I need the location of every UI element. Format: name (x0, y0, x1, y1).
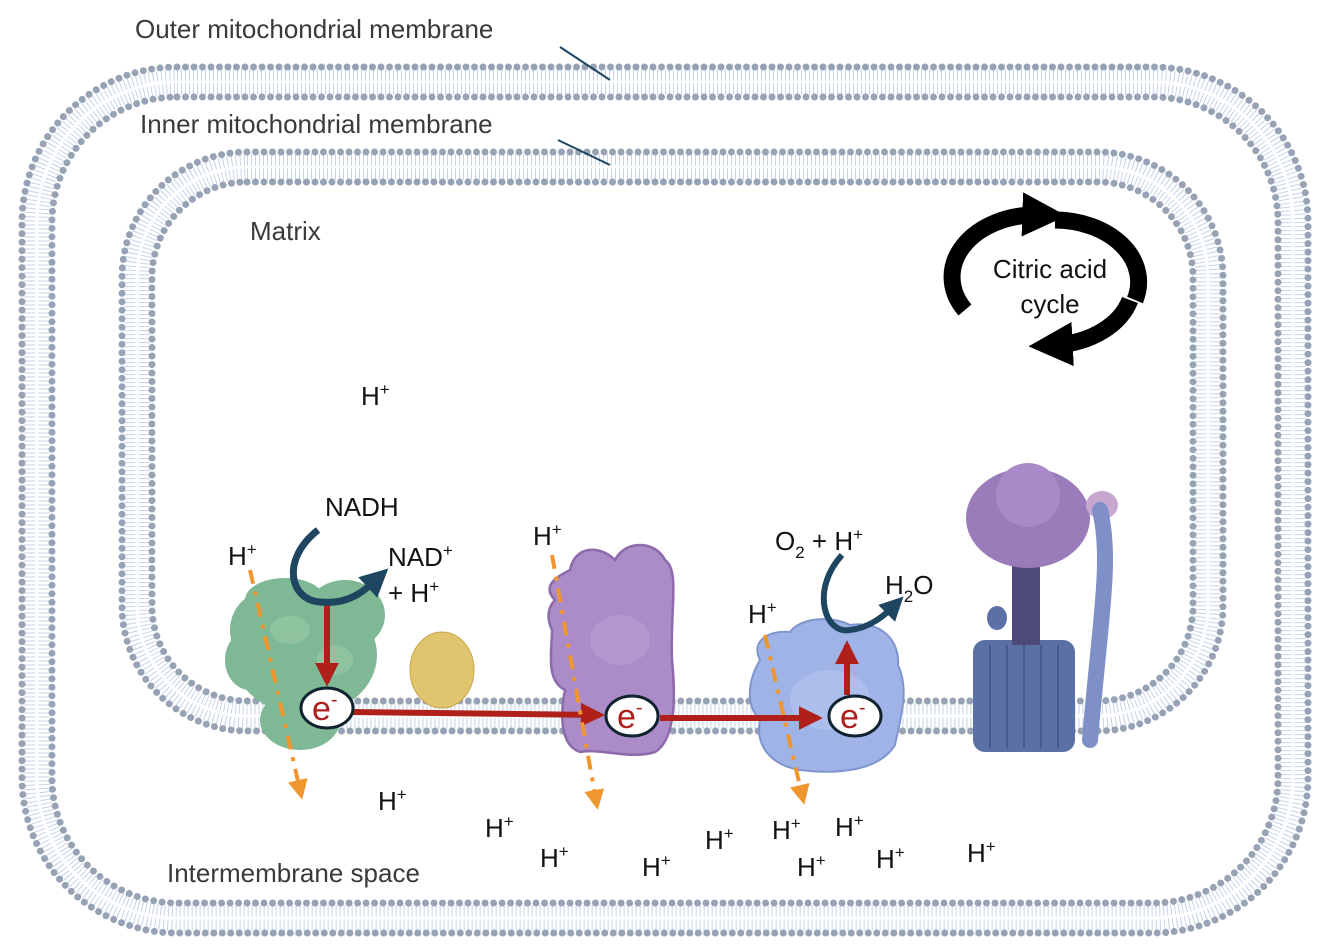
proton-label: H+ (540, 842, 569, 873)
outer-membrane-label: Outer mitochondrial membrane (135, 14, 493, 44)
citric-acid-cycle: Citric acid cycle (943, 192, 1148, 367)
proton-label: H+ (797, 851, 826, 882)
oxygen-label: O2 + H+ (775, 525, 863, 562)
svg-text:e-: e- (312, 689, 338, 728)
nad-label: NAD+ (388, 541, 453, 572)
protons: H+ H+ H+ H+ H+ H+ H+ H+ H+ H+ H+ H+ H+ H… (228, 380, 996, 882)
outer-membrane-leader (559, 46, 611, 81)
matrix-label: Matrix (250, 216, 321, 246)
proton-label: H+ (748, 598, 777, 629)
inner-membrane-label: Inner mitochondrial membrane (140, 109, 493, 139)
electron-badge: e- (827, 694, 883, 738)
outer-membrane (18, 63, 1312, 937)
electron-badge: e- (299, 686, 355, 730)
nadh-label: NADH (325, 492, 399, 522)
complex-i (225, 578, 385, 750)
proton-label: H+ (835, 811, 864, 842)
cycle-arrow-icon (943, 192, 1067, 316)
proton-label: H+ (876, 843, 905, 874)
atp-synthase (966, 463, 1118, 752)
proton-label: H+ (772, 814, 801, 845)
cycle-arc (1054, 211, 1148, 304)
cycle-arrow-icon (1028, 296, 1138, 367)
complex-iv (748, 618, 905, 773)
ubiquinone (409, 631, 475, 709)
proton-label: H+ (705, 824, 734, 855)
electron-flow (315, 605, 859, 730)
svg-text:e-: e- (840, 697, 866, 736)
proton-label: H+ (967, 837, 996, 868)
proton-label: H+ (228, 540, 257, 571)
intermembrane-space-label: Intermembrane space (167, 858, 420, 888)
nadh-arrow-icon (289, 527, 389, 606)
citric-acid-label: Citric acid (993, 254, 1107, 284)
proton-label: H+ (533, 520, 562, 551)
electron-badge: e- (604, 694, 660, 738)
inner-membrane-leader (557, 139, 611, 166)
water-label: H2O (885, 570, 933, 606)
proton-label: H+ (485, 812, 514, 843)
proton-label: H+ (642, 851, 671, 882)
cycle-label: cycle (1020, 289, 1079, 319)
nad-proton-label: + H+ (388, 577, 439, 608)
proton-label: H+ (361, 380, 390, 411)
oxygen-arrow-icon (820, 552, 904, 634)
svg-text:e-: e- (617, 697, 643, 736)
proton-paths (248, 554, 810, 810)
proton-label: H+ (378, 785, 407, 816)
